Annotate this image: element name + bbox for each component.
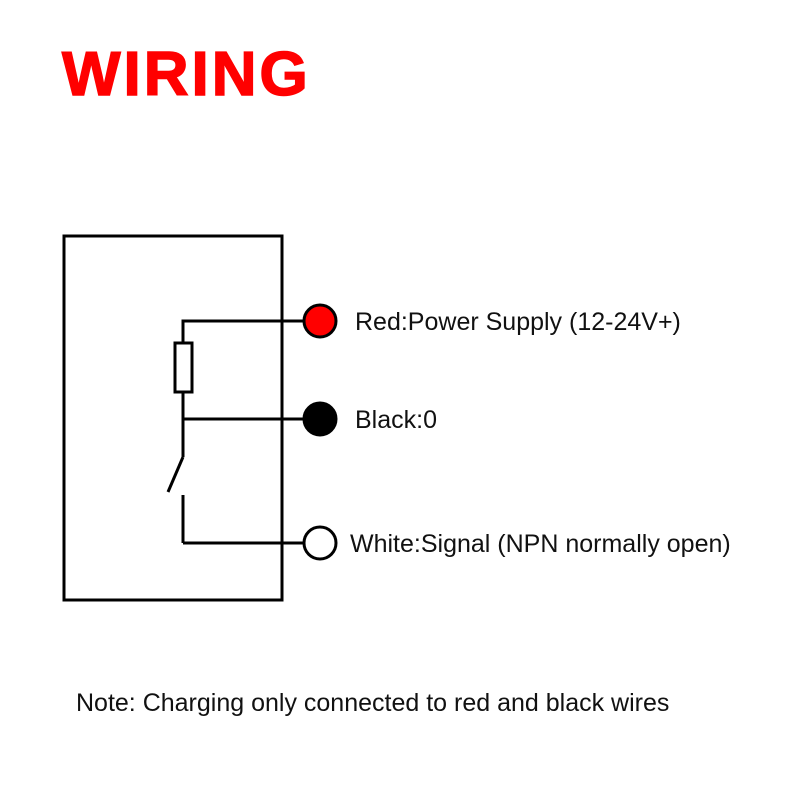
white-terminal (302, 525, 338, 561)
red-terminal-label: Red:Power Supply (12-24V+) (355, 308, 681, 336)
resistor-icon (173, 341, 194, 394)
switch-icon (166, 456, 185, 543)
red-terminal (302, 303, 338, 339)
note-text: Note: Charging only connected to red and… (76, 689, 670, 717)
white-terminal-label: White:Signal (NPN normally open) (350, 530, 731, 558)
red-wire (181, 319, 305, 343)
black-terminal (302, 401, 338, 437)
diagram-title: WIRING (61, 40, 311, 109)
black-terminal-label: Black:0 (355, 406, 437, 434)
